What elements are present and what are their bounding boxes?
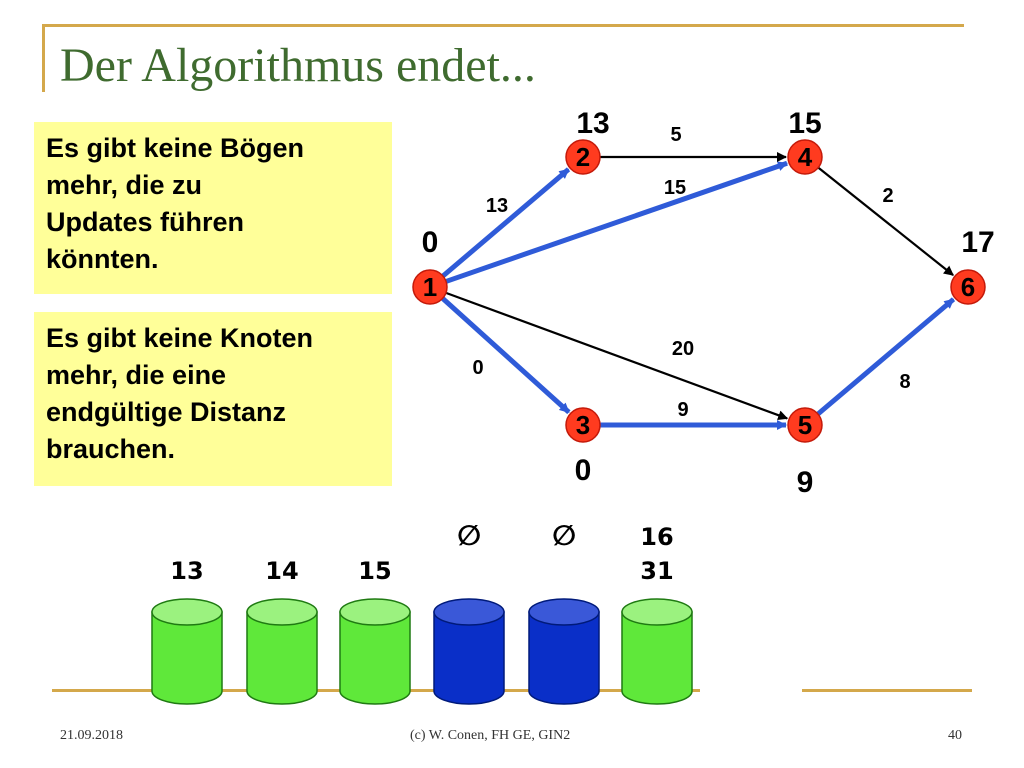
node-label-3: 3 bbox=[576, 410, 590, 440]
bucket-body bbox=[339, 611, 411, 705]
edge-weight-3-5: 9 bbox=[677, 399, 688, 421]
footer-page-number: 40 bbox=[948, 728, 962, 743]
bucket-top bbox=[433, 598, 505, 626]
node-distance-4: 15 bbox=[788, 107, 821, 140]
edge-weight-1-2: 13 bbox=[486, 195, 508, 217]
frame-line-top bbox=[42, 24, 964, 27]
edge-4-6 bbox=[817, 166, 954, 277]
footer-credit: (c) W. Conen, FH GE, GIN2 bbox=[410, 728, 571, 743]
slide-title: Der Algorithmus endet... bbox=[60, 39, 536, 92]
bucket-top bbox=[339, 598, 411, 626]
edge-weight-2-4: 5 bbox=[670, 124, 681, 146]
bucket-body bbox=[433, 611, 505, 705]
edge-1-4 bbox=[445, 160, 788, 284]
bucket-6 bbox=[621, 598, 693, 705]
node-6 bbox=[950, 269, 986, 305]
node-5 bbox=[787, 407, 823, 443]
node-distance-5: 9 bbox=[797, 466, 814, 499]
node-distance-1: 0 bbox=[422, 226, 439, 259]
bucket-5 bbox=[528, 598, 600, 705]
node-label-1: 1 bbox=[423, 272, 437, 302]
footer-date: 21.09.2018 bbox=[60, 728, 123, 743]
node-label-6: 6 bbox=[961, 272, 975, 302]
bucket-body bbox=[151, 611, 223, 705]
node-distance-6: 17 bbox=[961, 226, 994, 259]
bucket-body bbox=[621, 611, 693, 705]
edge-1-3 bbox=[440, 296, 571, 415]
bucket-1 bbox=[151, 598, 223, 705]
bucket-body bbox=[246, 611, 318, 705]
node-1 bbox=[412, 269, 448, 305]
footer-line-right bbox=[802, 689, 972, 692]
frame-line-left bbox=[42, 24, 45, 92]
node-3 bbox=[565, 407, 601, 443]
edge-weight-4-6: 2 bbox=[882, 185, 893, 207]
bucket-label-6-1: 16 bbox=[640, 523, 673, 551]
bucket-top bbox=[528, 598, 600, 626]
edge-5-6 bbox=[816, 297, 956, 416]
node-distance-2: 13 bbox=[576, 107, 609, 140]
bucket-top bbox=[246, 598, 318, 626]
edge-1-2 bbox=[441, 167, 571, 278]
bucket-body bbox=[528, 611, 600, 705]
bucket-label-1: 13 bbox=[170, 557, 203, 585]
bucket-label-4: ∅ bbox=[457, 519, 481, 552]
bucket-2 bbox=[246, 598, 318, 705]
bucket-label-6-2: 31 bbox=[640, 557, 673, 585]
bucket-4 bbox=[433, 598, 505, 705]
bucket-top bbox=[621, 598, 693, 626]
edge-weight-1-3: 0 bbox=[472, 357, 483, 379]
node-4 bbox=[787, 139, 823, 175]
node-label-2: 2 bbox=[576, 142, 590, 172]
edge-weight-5-6: 8 bbox=[899, 371, 910, 393]
note-text-arcs: Es gibt keine Bögen mehr, die zu Updates… bbox=[46, 133, 305, 274]
bucket-label-2: 14 bbox=[265, 557, 298, 585]
note-box-arcs: Es gibt keine Bögen mehr, die zu Updates… bbox=[34, 122, 392, 294]
bucket-label-5: ∅ bbox=[552, 519, 576, 552]
note-text-nodes: Es gibt keine Knoten mehr, die eine endg… bbox=[46, 323, 314, 464]
edge-weight-1-4: 15 bbox=[664, 177, 686, 199]
edge-1-5 bbox=[445, 291, 789, 421]
bucket-label-3: 15 bbox=[358, 557, 391, 585]
edge-weight-1-5: 20 bbox=[672, 338, 694, 360]
node-label-5: 5 bbox=[798, 410, 812, 440]
node-2 bbox=[565, 139, 601, 175]
node-label-4: 4 bbox=[798, 142, 813, 172]
bucket-top bbox=[151, 598, 223, 626]
note-box-nodes: Es gibt keine Knoten mehr, die eine endg… bbox=[34, 312, 392, 486]
node-distance-3: 0 bbox=[575, 454, 592, 487]
bucket-3 bbox=[339, 598, 411, 705]
